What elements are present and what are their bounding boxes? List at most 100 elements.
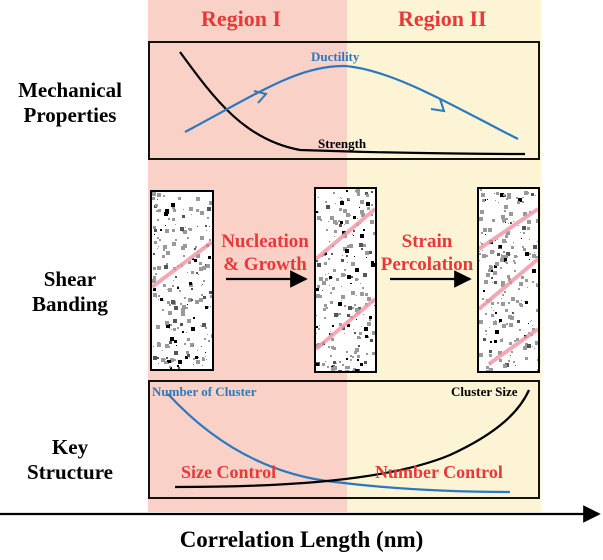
speckle bbox=[181, 246, 185, 250]
speckle bbox=[158, 295, 160, 297]
speckle bbox=[501, 254, 502, 255]
speckle bbox=[172, 229, 175, 232]
speckle bbox=[331, 346, 334, 349]
speckle bbox=[479, 260, 480, 261]
speckle bbox=[209, 201, 212, 205]
speckle bbox=[507, 195, 511, 199]
speckle bbox=[365, 335, 368, 338]
speckle bbox=[509, 323, 513, 327]
speckle bbox=[534, 252, 535, 253]
speckle bbox=[345, 249, 349, 253]
speckle bbox=[193, 317, 195, 319]
speckle bbox=[372, 331, 375, 335]
speckle bbox=[537, 241, 538, 242]
speckle bbox=[485, 313, 487, 315]
size-control-label: Size Control bbox=[181, 462, 276, 482]
speckle bbox=[525, 252, 529, 256]
speckle bbox=[171, 300, 175, 304]
speckle bbox=[346, 358, 348, 360]
speckle bbox=[198, 274, 199, 275]
speckle bbox=[351, 276, 353, 278]
speckle bbox=[364, 361, 367, 364]
speckle bbox=[359, 207, 360, 208]
speckle bbox=[334, 236, 335, 237]
speckle bbox=[497, 253, 500, 256]
speckle bbox=[503, 255, 505, 257]
speckle bbox=[340, 201, 344, 205]
speckle bbox=[520, 304, 523, 307]
speckle bbox=[492, 219, 495, 222]
speckle bbox=[350, 355, 352, 357]
speckle bbox=[371, 214, 373, 216]
speckle bbox=[493, 321, 497, 325]
speckle bbox=[501, 284, 504, 287]
speckle bbox=[168, 312, 171, 315]
shear-band bbox=[479, 207, 538, 251]
speckle bbox=[367, 207, 370, 210]
speckle bbox=[338, 302, 342, 306]
speckle bbox=[157, 219, 159, 221]
speckle bbox=[370, 339, 373, 342]
speckle bbox=[498, 202, 499, 203]
speckle bbox=[518, 198, 522, 202]
stage-label-line: Percolation bbox=[380, 254, 474, 275]
speckle bbox=[316, 211, 318, 213]
speckle bbox=[153, 356, 157, 360]
speckle bbox=[152, 197, 155, 200]
speckle bbox=[506, 252, 510, 256]
speckle bbox=[168, 218, 170, 220]
speckle bbox=[510, 316, 514, 320]
strength-label: Strength bbox=[318, 136, 367, 151]
speckle bbox=[532, 346, 533, 347]
speckle bbox=[205, 225, 207, 227]
speckle bbox=[166, 357, 168, 359]
speckle bbox=[355, 268, 359, 272]
speckle bbox=[532, 254, 536, 258]
speckle bbox=[324, 262, 327, 265]
speckle bbox=[497, 302, 499, 304]
speckle bbox=[193, 358, 195, 360]
speckle bbox=[498, 351, 502, 355]
speckle bbox=[201, 285, 202, 286]
speckle bbox=[353, 216, 356, 219]
speckle bbox=[515, 365, 516, 366]
speckle bbox=[360, 292, 364, 296]
speckle bbox=[152, 192, 156, 196]
speckle bbox=[355, 348, 359, 352]
speckle bbox=[153, 226, 156, 229]
speckle bbox=[180, 303, 182, 305]
speckle bbox=[341, 300, 342, 301]
speckle bbox=[516, 338, 519, 341]
speckle bbox=[516, 300, 519, 303]
speckle bbox=[350, 215, 351, 216]
speckle bbox=[345, 220, 349, 224]
speckle bbox=[336, 278, 339, 281]
speckle bbox=[522, 246, 524, 248]
speckle bbox=[173, 280, 174, 281]
speckle bbox=[347, 275, 351, 279]
speckle bbox=[356, 295, 357, 296]
key-structure-label: Key Structure bbox=[0, 435, 140, 485]
speckle bbox=[157, 193, 161, 197]
ductility-curve bbox=[184, 64, 519, 140]
speckle bbox=[184, 343, 186, 345]
speckle bbox=[182, 331, 184, 333]
speckle bbox=[333, 347, 336, 350]
speckle bbox=[523, 248, 526, 251]
speckle bbox=[483, 228, 487, 232]
microstructure-texture bbox=[316, 189, 375, 371]
speckle bbox=[523, 232, 525, 234]
speckle bbox=[322, 290, 323, 291]
speckle bbox=[482, 199, 485, 202]
speckle bbox=[479, 353, 483, 357]
cluster-size-label: Cluster Size bbox=[451, 384, 518, 399]
speckle bbox=[205, 327, 207, 329]
speckle bbox=[317, 216, 321, 220]
speckle bbox=[153, 293, 157, 297]
speckle bbox=[202, 284, 203, 285]
speckle bbox=[485, 234, 486, 235]
speckle bbox=[153, 288, 156, 291]
speckle bbox=[183, 209, 184, 210]
speckle bbox=[206, 230, 207, 231]
